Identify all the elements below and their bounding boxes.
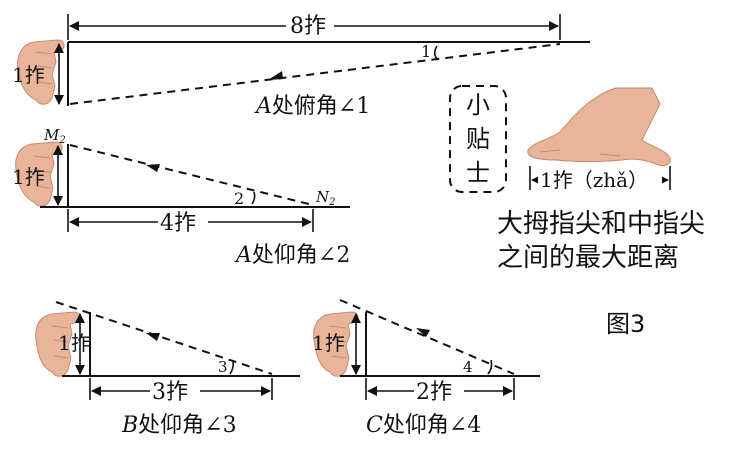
hand-span-illustration: 1拃（zhǎ）	[527, 87, 671, 192]
sight-direction-arrow	[416, 328, 430, 337]
span-label: 1拃（zhǎ）	[540, 168, 648, 192]
sight-line	[339, 299, 515, 375]
angle-arc	[251, 191, 256, 205]
tip-box: 小 贴 士	[449, 85, 507, 193]
bottom-span-label: 4拃	[160, 211, 196, 236]
tip-title-char-1: 小	[466, 91, 490, 119]
point-n2-label: N2	[315, 188, 336, 208]
figure-1-depression-angle: 1拃 8拃 1 A处俯角∠1	[12, 12, 590, 119]
caption: A处仰角∠2	[234, 243, 350, 268]
figure-2-elevation-angle: M2 1拃 N2 2 4拃 A处仰角∠2	[12, 126, 350, 268]
bottom-span-label-bg	[150, 378, 200, 404]
angle-label: 2	[234, 189, 244, 208]
angle-label: 1	[421, 42, 431, 61]
angle-arc	[433, 45, 439, 61]
hand-image-2	[15, 141, 63, 207]
sight-line	[69, 144, 314, 206]
angle-label: 4	[463, 358, 473, 376]
sight-direction-arrow	[146, 164, 160, 172]
bottom-span-label: 2拃	[416, 380, 452, 405]
left-span-label: 1拃	[58, 331, 91, 355]
top-span-label-bg	[286, 12, 334, 38]
tip-description-line-2: 之间的最大距离	[497, 243, 679, 273]
tip-title-char-2: 贴	[466, 125, 490, 153]
bottom-span-label-bg	[414, 378, 464, 404]
bottom-span-label-bg	[158, 209, 208, 235]
hand-image-4	[313, 311, 359, 377]
caption: A处俯角∠1	[254, 94, 370, 119]
left-span-label: 1拃	[12, 165, 45, 189]
sight-direction-arrow	[268, 71, 283, 80]
left-span-label: 1拃	[312, 331, 345, 355]
tip-description-line-1: 大拇指尖和中指尖	[497, 209, 705, 239]
figure-label: 图3	[606, 310, 645, 338]
sight-line	[55, 301, 273, 375]
caption: C处仰角∠4	[366, 413, 481, 438]
tip-title-char-3: 士	[466, 159, 490, 187]
point-m2-label: M2	[43, 126, 66, 146]
sight-direction-arrow	[146, 333, 160, 341]
caption: B处仰角∠3	[121, 413, 237, 438]
sight-line	[69, 43, 561, 105]
figure-3-elevation-angle: 1拃 3 3拃 B处仰角∠3	[35, 301, 300, 438]
bottom-span-label: 3拃	[152, 380, 188, 405]
tip-dashed-border	[449, 85, 507, 193]
spread-hand-image	[527, 87, 671, 167]
angle-arc	[487, 359, 493, 375]
hand-image-3	[35, 311, 81, 377]
angle-label: 3	[218, 358, 228, 376]
angle-arc	[229, 361, 234, 375]
top-span-label: 8拃	[290, 14, 326, 39]
left-span-label: 1拃	[12, 63, 45, 87]
figure-4-elevation-angle: 1拃 4 2拃 C处仰角∠4	[312, 299, 540, 438]
span-label-bg	[538, 166, 662, 192]
